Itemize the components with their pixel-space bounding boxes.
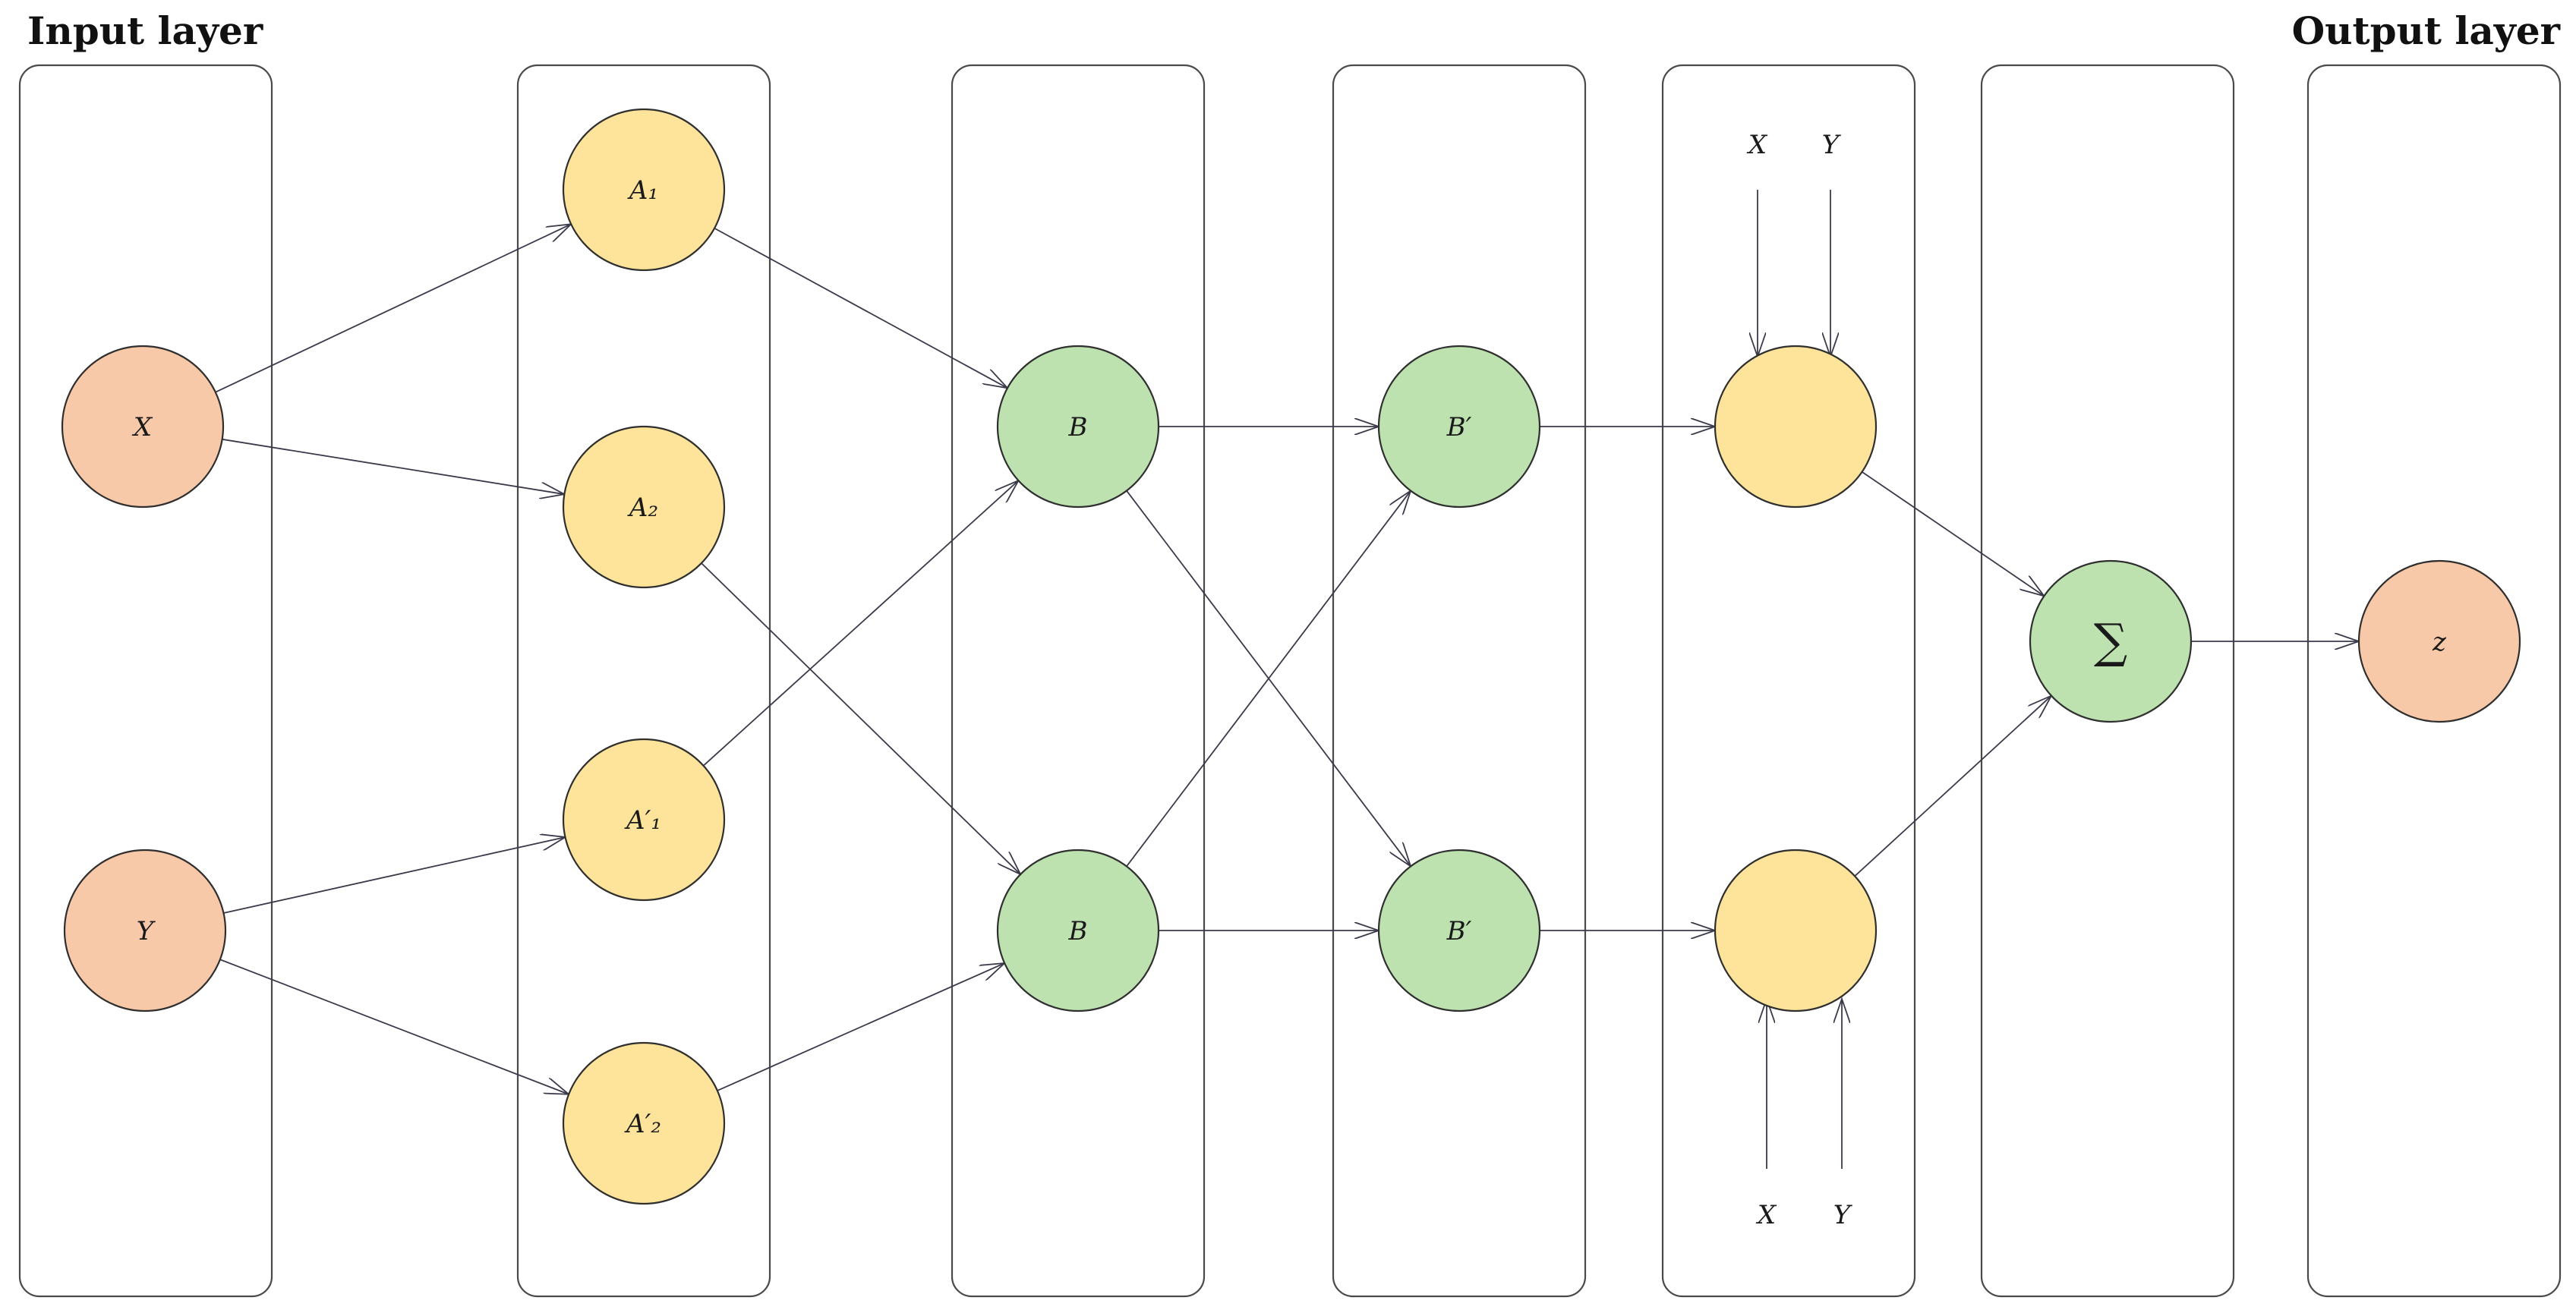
node-consequent-2 [1714, 849, 1878, 1012]
edge-r2-to-sum [1854, 696, 2051, 877]
node-output-z: z [2357, 559, 2521, 723]
edge-y-to-ap1 [223, 837, 565, 914]
ext-input-top-x: X [1746, 130, 1768, 160]
node-input-y: Y [63, 849, 227, 1012]
edge-r1-to-sum [1862, 471, 2045, 597]
edge-a1-to-b1 [714, 227, 1007, 388]
network-nodes: X Y A₁ A₂ A′₁ A′₂ B B [61, 108, 2521, 1205]
edge-a2-to-b2 [701, 562, 1020, 874]
layer-box-input [18, 64, 273, 1298]
ext-input-bottom-x: X [1755, 1200, 1777, 1230]
node-membership-a1: A₁ [562, 108, 726, 272]
node-rule-b1-label: B [1068, 412, 1088, 442]
layer-box-membership [516, 64, 771, 1298]
edge-x-to-a2 [222, 438, 565, 494]
connection-edges [215, 190, 2359, 1169]
summation-sigma-label: ∑ [2094, 613, 2127, 669]
input-layer-heading: Input layer [27, 8, 263, 53]
edge-x-to-a1 [215, 224, 571, 393]
node-membership-a2: A₂ [562, 425, 726, 589]
node-membership-a2-label: A₂ [627, 493, 658, 523]
node-summation: ∑ [2029, 559, 2193, 723]
node-norm-b-prime-2: B′ [1377, 849, 1541, 1012]
ext-input-bottom-y: Y [1833, 1200, 1853, 1230]
node-rule-b2-label: B [1068, 916, 1088, 946]
node-membership-a-prime-1-label: A′₁ [624, 805, 661, 836]
node-output-z-label: z [2432, 627, 2447, 657]
edge-b2-to-bp1 [1126, 491, 1411, 867]
node-norm-b-prime-2-label: B′ [1446, 916, 1472, 946]
node-membership-a-prime-2: A′₂ [562, 1041, 726, 1205]
output-layer-heading: Output layer [2292, 8, 2561, 53]
node-input-y-label: Y [137, 916, 156, 946]
layer-box-normalization [1332, 64, 1587, 1298]
node-input-x-label: X [131, 412, 153, 442]
layer-box-consequent [1661, 64, 1916, 1298]
node-rule-b2: B [996, 849, 1160, 1012]
layer-box-rule [951, 64, 1206, 1298]
node-rule-b1: B [996, 345, 1160, 509]
node-membership-a-prime-2-label: A′₂ [624, 1109, 661, 1139]
edge-y-to-ap2 [219, 959, 569, 1094]
node-norm-b-prime-1: B′ [1377, 345, 1541, 509]
node-membership-a1-label: A₁ [627, 175, 658, 206]
node-membership-a-prime-1: A′₁ [562, 738, 726, 902]
node-input-x: X [61, 345, 225, 509]
node-norm-b-prime-1-label: B′ [1446, 412, 1472, 442]
edge-ap1-to-b1 [702, 480, 1019, 767]
edge-ap2-to-b2 [717, 963, 1004, 1091]
ext-input-top-y: Y [1822, 130, 1842, 160]
node-consequent-1 [1714, 345, 1878, 509]
